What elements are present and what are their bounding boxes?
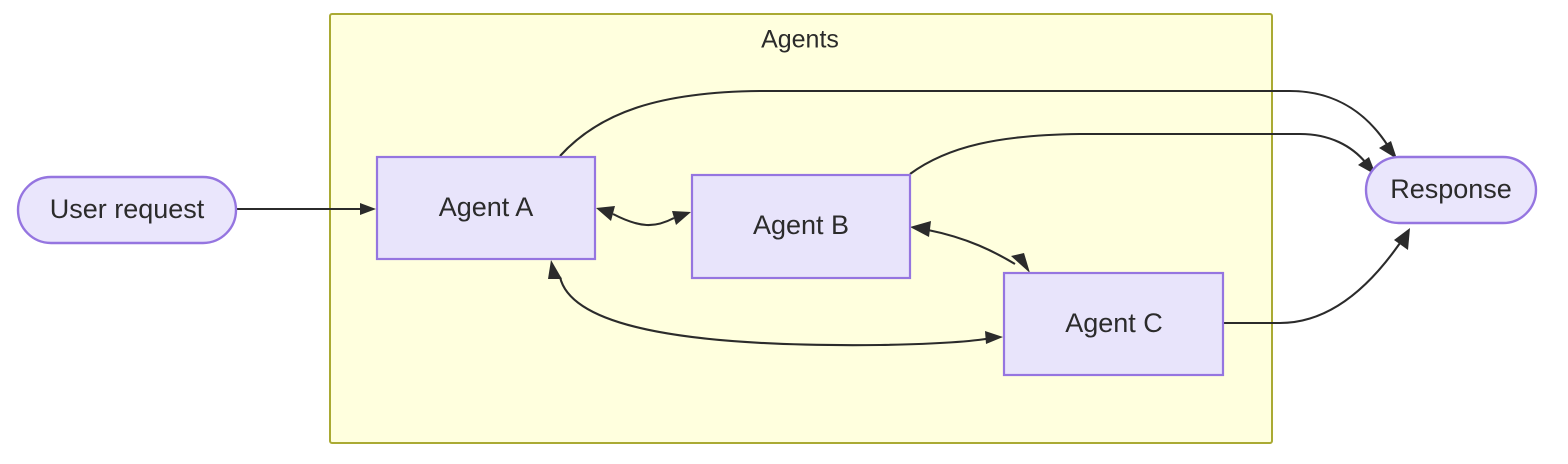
edge-agent-c-to-agent-a-arrowhead-end [985,331,1003,344]
node-agent-a-shape[interactable] [375,155,597,261]
node-user-request-shape[interactable] [16,175,238,245]
node-agent-b[interactable]: Agent B [690,173,912,280]
edge-user-to-agent-a [237,203,376,215]
edge-agent-c-to-agent-a-arrowhead-start [548,260,562,279]
edge-agent-a-to-agent-b-arrowhead-end [672,211,691,225]
edge-agent-b-to-agent-c-arrowhead-end [1011,253,1030,273]
edge-agent-a-to-agent-b-arrowhead-start [596,206,615,221]
node-agent-c-shape[interactable] [1002,271,1225,377]
node-agent-c[interactable]: Agent C [1002,271,1225,377]
edge-user-to-agent-a-arrowhead [360,203,376,215]
node-response[interactable]: Response [1364,155,1538,225]
node-response-shape[interactable] [1364,155,1538,225]
edge-agent-c-to-response-path [1223,242,1401,325]
edge-agent-a-to-response-arrowhead [1379,141,1397,159]
edge-agent-c-to-response-arrowhead [1394,228,1410,250]
edge-agent-a-to-response [559,89,1397,159]
edge-agent-c-to-response [1223,228,1410,325]
node-user-request[interactable]: User request [16,175,238,245]
edge-agent-a-to-response-path [559,89,1389,157]
edge-agent-b-to-agent-c [910,221,1030,273]
edge-agent-c-to-agent-a [548,260,1003,347]
node-agent-a[interactable]: Agent A [375,155,597,261]
node-agent-b-shape[interactable] [690,173,912,280]
edge-agent-b-to-agent-c-arrowhead-start [910,221,931,237]
edge-agent-a-to-agent-b [596,206,691,227]
edge-agent-c-to-agent-a-path [558,276,993,347]
edge-agent-b-to-agent-c-path [927,228,1016,265]
edge-agent-a-to-agent-b-path [612,213,675,227]
edge-agent-b-to-response-path [909,132,1367,175]
